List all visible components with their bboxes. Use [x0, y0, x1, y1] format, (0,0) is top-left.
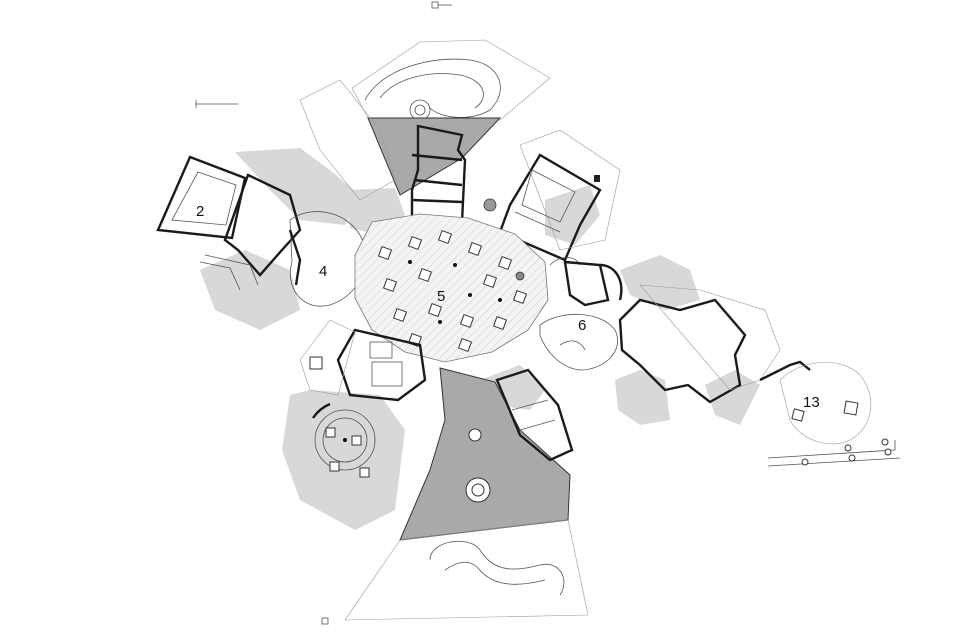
landscape-shading [200, 148, 760, 530]
room-label-4: 4 [319, 263, 327, 280]
room-label-13: 13 [803, 394, 820, 411]
room-label-2: 2 [196, 203, 204, 220]
room-13-area [759, 360, 901, 467]
north-marker [431, 1, 452, 9]
room-label-5: 5 [437, 288, 445, 305]
central-plaza [354, 213, 549, 363]
room-label-6: 6 [578, 317, 586, 334]
plaza-points [408, 260, 502, 324]
east-wing [515, 257, 781, 404]
circular-court [312, 402, 376, 478]
north-garden [351, 39, 551, 196]
plaza-columns [377, 229, 528, 353]
scale-mark [195, 100, 238, 108]
west-wing [156, 155, 302, 291]
northeast-wing [483, 129, 621, 262]
southwest-wing [299, 319, 427, 402]
southeast-wing [495, 368, 574, 462]
